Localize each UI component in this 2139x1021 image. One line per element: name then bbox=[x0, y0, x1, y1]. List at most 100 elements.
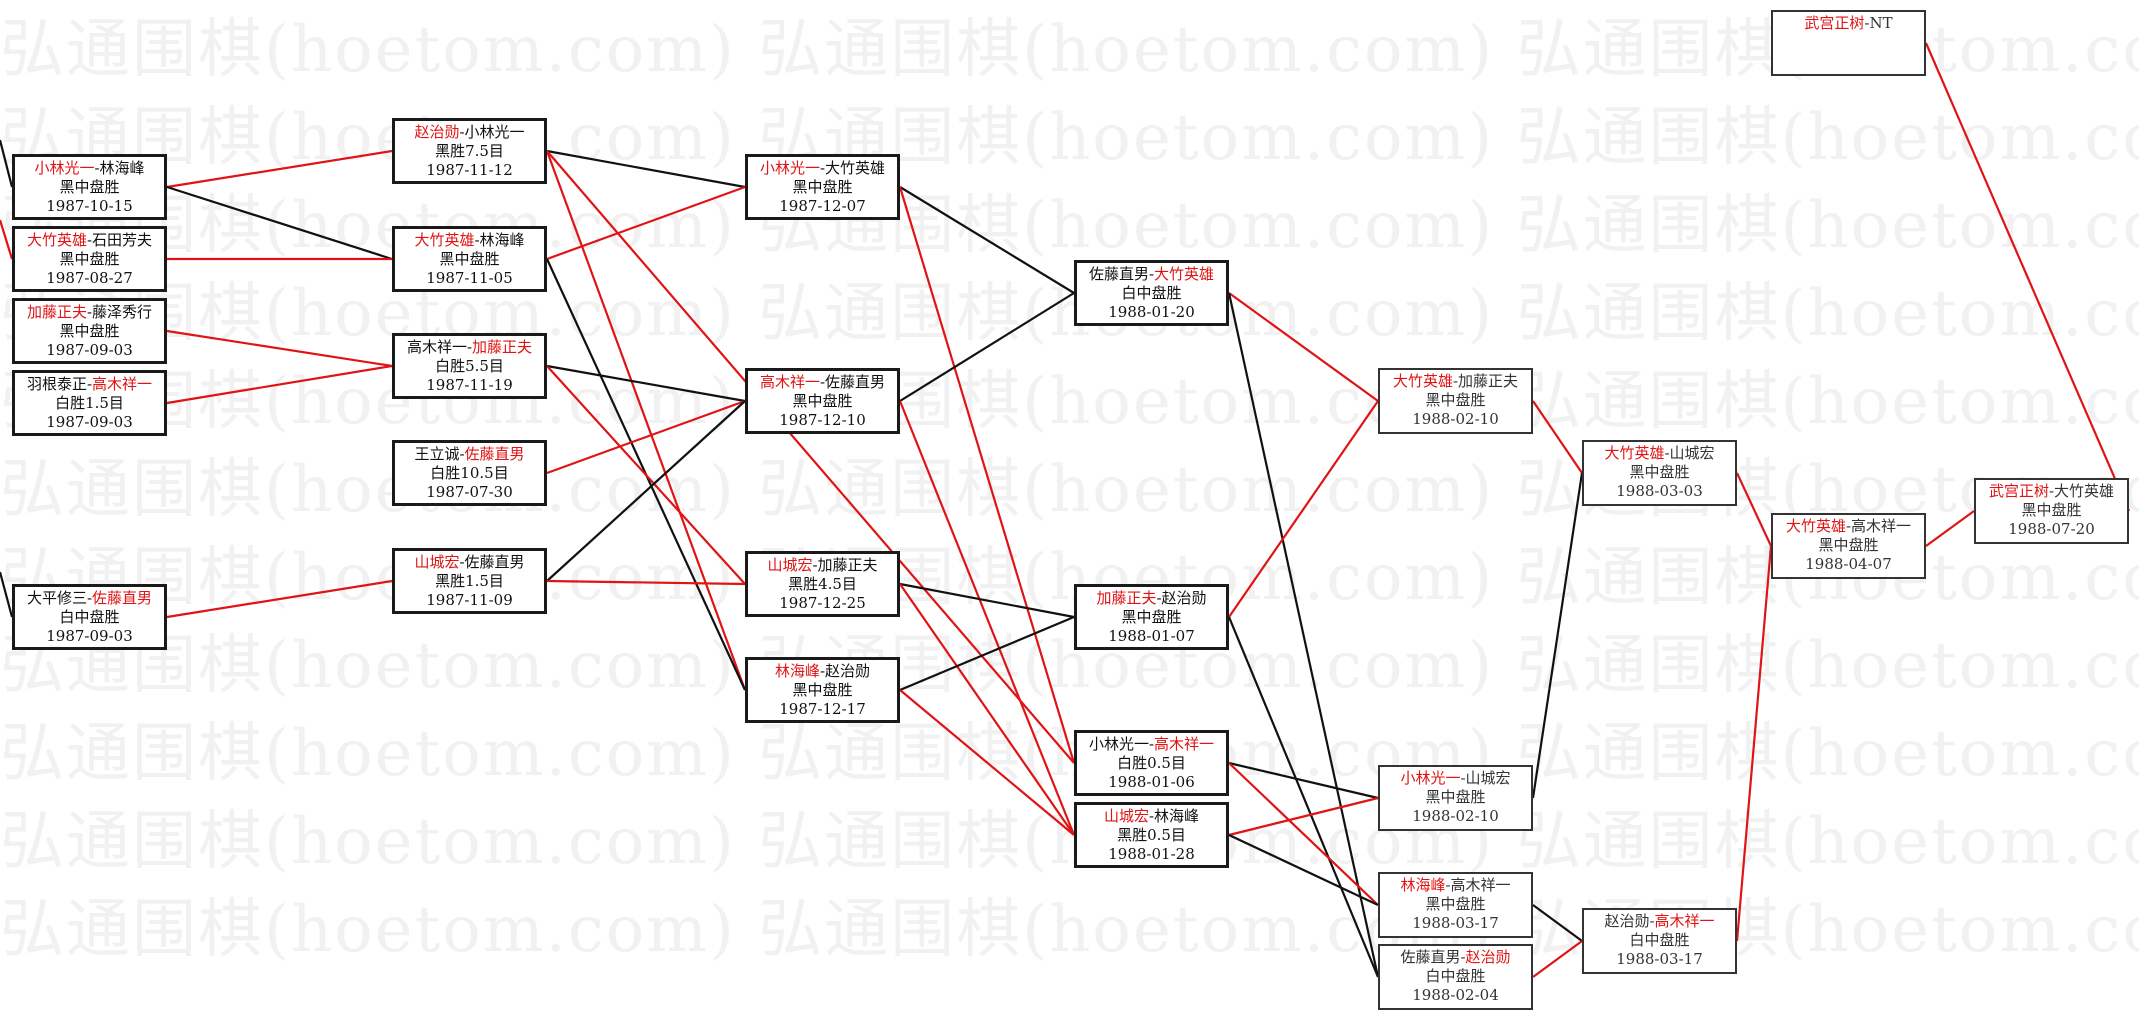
match-date: 1988-02-04 bbox=[1412, 986, 1499, 1004]
player-1: 大竹英雄 bbox=[1392, 372, 1453, 390]
player-1: 武宫正树 bbox=[1988, 482, 2049, 500]
player-2: 林海峰 bbox=[99, 159, 145, 177]
connector-line bbox=[1227, 292, 1380, 978]
player-1: 大竹英雄 bbox=[1604, 444, 1665, 462]
connector-line bbox=[899, 689, 1075, 836]
connector-line bbox=[899, 186, 1075, 294]
connector-line bbox=[546, 150, 1075, 764]
match-date: 1988-04-07 bbox=[1805, 555, 1892, 573]
match-box: 大竹英雄-加藤正夫 黑中盘胜 1988-02-10 bbox=[1378, 368, 1533, 434]
match-players: 林海峰-赵治勋 bbox=[774, 662, 871, 680]
match-box: 加藤正夫-赵治勋 黑中盘胜 1988-01-07 bbox=[1074, 584, 1229, 650]
connector-line bbox=[1228, 834, 1379, 906]
player-2: 高木祥一 bbox=[1654, 912, 1715, 930]
match-players: 加藤正夫-赵治勋 bbox=[1096, 589, 1207, 607]
connector-line bbox=[899, 292, 1075, 402]
player-1: 小林光一 bbox=[34, 159, 95, 177]
connector-line bbox=[546, 399, 746, 475]
match-box: 小林光一-大竹英雄 黑中盘胜 1987-12-07 bbox=[745, 154, 900, 220]
connector-line bbox=[1531, 472, 1584, 799]
match-players: 羽根泰正-高木祥一 bbox=[26, 375, 153, 393]
match-result: 黑胜1.5目 bbox=[435, 572, 504, 590]
match-date: 1988-03-17 bbox=[1412, 914, 1499, 932]
match-box: 赵治勋-高木祥一 白中盘胜 1988-03-17 bbox=[1582, 908, 1737, 974]
connector-line bbox=[546, 364, 746, 403]
match-box: 佐藤直男-赵治勋 白中盘胜 1988-02-04 bbox=[1378, 944, 1533, 1010]
watermark-text: 弘通围棋(hoetom.com) 弘通围棋(hoetom.com) 弘通围棋(h… bbox=[0, 805, 2139, 879]
player-1: 高木祥一 bbox=[759, 373, 820, 391]
player-2: 高木祥一 bbox=[1154, 735, 1215, 753]
match-date: 1988-01-28 bbox=[1108, 845, 1195, 863]
watermark-text: 弘通围棋(hoetom.com) 弘通围棋(hoetom.com) 弘通围棋(h… bbox=[0, 365, 2139, 439]
match-box: 大竹英雄-高木祥一 黑中盘胜 1988-04-07 bbox=[1771, 513, 1926, 579]
player-2: 赵治勋 bbox=[1465, 948, 1511, 966]
player-1: 山城宏 bbox=[767, 556, 813, 574]
player-2: 小林光一 bbox=[464, 123, 525, 141]
connector-line bbox=[1532, 904, 1583, 942]
match-players: 赵治勋-高木祥一 bbox=[1604, 912, 1715, 930]
match-box: 小林光一-林海峰 黑中盘胜 1987-10-15 bbox=[12, 154, 167, 220]
player-1: 大竹英雄 bbox=[26, 231, 87, 249]
connector-line bbox=[545, 150, 747, 691]
player-1: 小林光一 bbox=[759, 159, 820, 177]
match-date: 1987-12-17 bbox=[779, 700, 866, 718]
player-2: 高木祥一 bbox=[1851, 517, 1912, 535]
match-result: 黑中盘胜 bbox=[1425, 895, 1486, 913]
match-players: 大竹英雄-林海峰 bbox=[414, 231, 525, 249]
connector-line bbox=[1735, 545, 1773, 942]
match-players: 赵治勋-小林光一 bbox=[414, 123, 525, 141]
watermark-text: 弘通围棋(hoetom.com) 弘通围棋(hoetom.com) 弘通围棋(h… bbox=[0, 453, 2139, 527]
match-box: 武宫正树-NT bbox=[1771, 10, 1926, 76]
match-box: 高木祥一-佐藤直男 黑中盘胜 1987-12-10 bbox=[745, 368, 900, 434]
match-box: 林海峰-赵治勋 黑中盘胜 1987-12-17 bbox=[745, 657, 900, 723]
match-result: 白胜0.5目 bbox=[1117, 754, 1186, 772]
connector-line bbox=[546, 185, 746, 261]
connector-line bbox=[0, 139, 14, 188]
match-box: 赵治勋-小林光一 黑胜7.5目 1987-11-12 bbox=[392, 118, 547, 184]
match-box: 加藤正夫-藤泽秀行 黑中盘胜 1987-09-03 bbox=[12, 298, 167, 364]
match-players: 高木祥一-加藤正夫 bbox=[406, 338, 533, 356]
connector-line bbox=[0, 571, 14, 618]
match-date: 1987-12-25 bbox=[779, 594, 866, 612]
match-result: 黑中盘胜 bbox=[1425, 788, 1486, 806]
match-result: 黑中盘胜 bbox=[59, 178, 120, 196]
player-1: 山城宏 bbox=[414, 553, 460, 571]
match-players: 小林光一-山城宏 bbox=[1400, 769, 1511, 787]
match-date: 1987-12-07 bbox=[779, 197, 866, 215]
match-players: 佐藤直男-大竹英雄 bbox=[1088, 265, 1215, 283]
match-date: 1987-07-30 bbox=[426, 483, 513, 501]
player-2: 赵治勋 bbox=[1161, 589, 1207, 607]
match-players: 大竹英雄-加藤正夫 bbox=[1392, 372, 1519, 390]
connector-line bbox=[1228, 761, 1379, 800]
match-result: 黑中盘胜 bbox=[792, 681, 853, 699]
connector-line bbox=[166, 579, 393, 619]
player-2: 高木祥一 bbox=[1450, 876, 1511, 894]
match-box: 佐藤直男-大竹英雄 白中盘胜 1988-01-20 bbox=[1074, 260, 1229, 326]
match-players: 林海峰-高木祥一 bbox=[1400, 876, 1511, 894]
match-players: 小林光一-林海峰 bbox=[34, 159, 145, 177]
match-result: 黑中盘胜 bbox=[59, 322, 120, 340]
watermark-text: 弘通围棋(hoetom.com) 弘通围棋(hoetom.com) 弘通围棋(h… bbox=[0, 101, 2139, 175]
match-date: 1987-11-09 bbox=[426, 591, 513, 609]
match-box: 山城宏-佐藤直男 黑胜1.5目 1987-11-09 bbox=[392, 548, 547, 614]
player-1: 林海峰 bbox=[774, 662, 820, 680]
match-box: 小林光一-高木祥一 白胜0.5目 1988-01-06 bbox=[1074, 730, 1229, 796]
match-box: 王立诚-佐藤直男 白胜10.5目 1987-07-30 bbox=[392, 440, 547, 506]
match-players: 武宫正树-NT bbox=[1804, 14, 1893, 32]
watermark-text: 弘通围棋(hoetom.com) 弘通围棋(hoetom.com) 弘通围棋(h… bbox=[0, 893, 2139, 967]
player-2: 石田芳夫 bbox=[92, 231, 153, 249]
player-1: 佐藤直男 bbox=[1400, 948, 1461, 966]
connector-line bbox=[166, 185, 393, 261]
connector-line bbox=[1227, 616, 1380, 978]
player-1: 赵治勋 bbox=[414, 123, 460, 141]
player-2: NT bbox=[1869, 14, 1893, 32]
match-result: 白中盘胜 bbox=[1629, 931, 1690, 949]
connector-line bbox=[1925, 510, 1975, 547]
player-2: 加藤正夫 bbox=[817, 556, 878, 574]
match-date: 1987-08-27 bbox=[46, 269, 133, 287]
player-1: 王立诚 bbox=[414, 445, 460, 463]
player-2: 大竹英雄 bbox=[2054, 482, 2115, 500]
match-result: 白中盘胜 bbox=[59, 608, 120, 626]
match-players: 小林光一-高木祥一 bbox=[1088, 735, 1215, 753]
connector-line bbox=[1228, 762, 1379, 906]
